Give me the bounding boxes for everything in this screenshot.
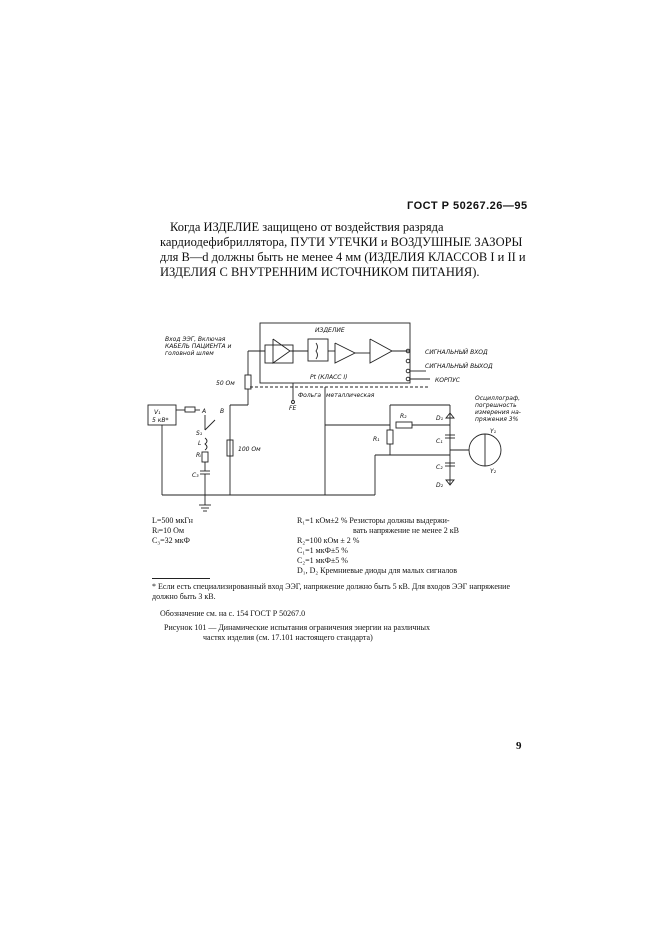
osc-label-1: Осциллограф, xyxy=(475,395,520,402)
legend-r1-cont: вать напряжение не менее 2 кВ xyxy=(353,526,459,535)
d2-label: D₂ xyxy=(436,482,444,489)
isolation-block xyxy=(307,338,329,362)
l-label: L xyxy=(198,440,201,447)
amp-1 xyxy=(272,338,291,364)
fe-label: FE xyxy=(289,405,296,412)
footnote: * Если есть специализированный вход ЭЭГ,… xyxy=(152,582,511,601)
c1-label: C₁ xyxy=(436,438,443,445)
c3-label: C₃ xyxy=(192,472,199,479)
osc-label-4: пряжения 3% xyxy=(475,416,519,423)
legend-rl: Rₗ=10 Ом xyxy=(152,526,185,535)
designation-note: Обозначение см. на с. 154 ГОСТ Р 50267.0 xyxy=(160,609,306,618)
eeg-input-label-2: КАБЕЛЬ ПАЦИЕНТА и xyxy=(165,343,232,350)
class-label: Pt (КЛАСС I) xyxy=(310,374,348,381)
legend-c2: C₂=1 мкФ±5 % xyxy=(297,556,348,565)
footnote-rule xyxy=(152,578,210,579)
caption-rest: частях изделия (см. 17.101 настоящего ст… xyxy=(203,633,373,642)
test-circuit-diagram: ИЗДЕЛИЕ СИГНАЛЬНЫЙ ВХОД СИГНАЛЬНЫЙ ВЫХОД… xyxy=(147,322,521,512)
eeg-input-label-3: головной шлем xyxy=(165,350,214,357)
rl-label: Rₗ xyxy=(196,452,201,459)
signal-input-label: СИГНАЛЬНЫЙ ВХОД xyxy=(425,349,488,356)
legend-diodes: D₁, D₂ Кремниевые диоды для малых сигнал… xyxy=(297,566,457,575)
legend-right: R₁=1 кОм±2 % Резисторы должны выдержи- в… xyxy=(297,516,537,576)
legend-r2: R₂=100 кОм ± 2 % xyxy=(297,536,360,545)
body-paragraph: Когда ИЗДЕЛИЕ защищено от воздействия ра… xyxy=(160,220,526,279)
d1-label: D₁ xyxy=(436,415,444,422)
eeg-input-label-1: Вход ЭЭГ, Включая xyxy=(165,336,226,343)
amp-3 xyxy=(369,338,393,364)
caption-label: Рисунок 101 — Динамические испытания огр… xyxy=(164,623,430,632)
switch-b-label: B xyxy=(220,408,224,415)
r100-label: 100 Ом xyxy=(238,446,261,453)
legend-l: L=500 мкГн xyxy=(152,516,193,525)
osc-label-2: погрешность xyxy=(475,402,517,409)
c2-label: C₂ xyxy=(436,464,443,471)
r1-label: R₁ xyxy=(373,436,380,443)
metal-label: металлическая xyxy=(326,392,375,399)
source-label-1: V₁ xyxy=(154,409,161,416)
diode-d2 xyxy=(445,479,455,486)
s1-label: S₁ xyxy=(196,430,203,437)
osc-label-3: измерения на- xyxy=(475,409,521,416)
diode-d1 xyxy=(445,412,455,419)
legend-left: L=500 мкГн Rₗ=10 Ом C₃=32 мкФ xyxy=(152,516,272,546)
y2-label: Y₂ xyxy=(490,468,497,475)
switch-a-label: A xyxy=(201,408,206,415)
amp-2 xyxy=(334,342,357,364)
device-label: ИЗДЕЛИЕ xyxy=(315,327,345,334)
transformer-coil xyxy=(315,342,318,360)
y1-label: Y₁ xyxy=(490,428,497,435)
source-label-2: 5 кВ* xyxy=(152,417,168,424)
case-label: КОРПУС xyxy=(435,377,461,384)
signal-output-label: СИГНАЛЬНЫЙ ВЫХОД xyxy=(425,363,493,370)
legend-c3: C₃=32 мкФ xyxy=(152,536,190,545)
legend-c1: C₁=1 мкФ±5 % xyxy=(297,546,348,555)
r50-label: 50 Ом xyxy=(216,380,235,387)
figure-caption: Рисунок 101 — Динамические испытания огр… xyxy=(164,623,534,643)
r2-label: R₂ xyxy=(400,413,407,420)
legend-r1: R₁=1 кОм±2 % Резисторы должны выдержи- xyxy=(297,516,450,525)
foil-label: Фольга xyxy=(298,392,321,399)
input-block xyxy=(264,344,294,364)
running-header: ГОСТ Р 50267.26—95 xyxy=(407,200,528,212)
device-enclosure xyxy=(259,322,411,384)
page-number: 9 xyxy=(516,740,522,752)
